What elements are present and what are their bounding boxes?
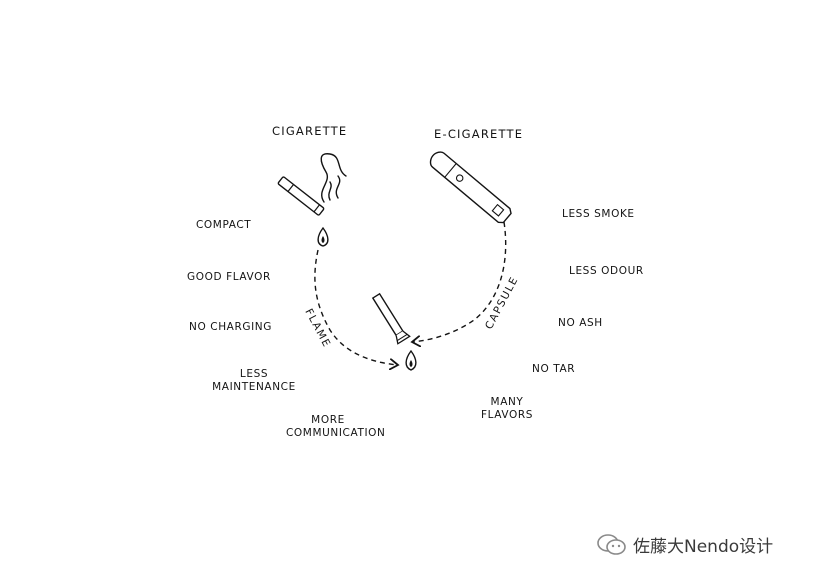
benefit-more-communication-line-1: MORE xyxy=(286,414,370,427)
center-flame-icon xyxy=(406,351,416,370)
benefit-more-communication: MORE COMMUNICATION xyxy=(286,414,370,439)
e-cigarette-icon xyxy=(427,149,513,225)
flame-icon xyxy=(318,228,328,246)
benefit-less-maintenance-line-2: MAINTENANCE xyxy=(212,381,296,394)
benefit-many-flavors: MANY FLAVORS xyxy=(477,396,537,421)
benefit-more-communication-line-2: COMMUNICATION xyxy=(286,427,370,440)
capsule-label: CAPSULE xyxy=(483,274,521,331)
benefit-less-smoke: LESS SMOKE xyxy=(562,208,635,221)
benefit-less-maintenance-line-1: LESS xyxy=(212,368,296,381)
benefit-no-charging: NO CHARGING xyxy=(189,321,272,334)
flame-label: FLAME xyxy=(302,307,333,350)
stick-icon xyxy=(370,292,409,344)
watermark-text: 佐藤大Nendo设计 xyxy=(633,532,773,557)
cigarette-icon xyxy=(278,176,325,215)
e-cigarette-title: E-CIGARETTE xyxy=(434,128,523,142)
benefit-many-flavors-line-2: FLAVORS xyxy=(477,409,537,422)
benefit-no-tar: NO TAR xyxy=(532,363,575,376)
watermark: 佐藤大Nendo设计 xyxy=(597,532,773,557)
benefit-many-flavors-line-1: MANY xyxy=(477,396,537,409)
benefit-less-maintenance: LESS MAINTENANCE xyxy=(212,368,296,393)
wechat-icon xyxy=(597,533,627,557)
cigarette-title: CIGARETTE xyxy=(272,125,347,139)
benefit-no-ash: NO ASH xyxy=(558,317,603,330)
benefit-less-odour: LESS ODOUR xyxy=(569,265,644,278)
benefit-compact: COMPACT xyxy=(196,219,251,232)
smoke-icon xyxy=(321,154,346,202)
benefit-good-flavor: GOOD FLAVOR xyxy=(187,271,271,284)
